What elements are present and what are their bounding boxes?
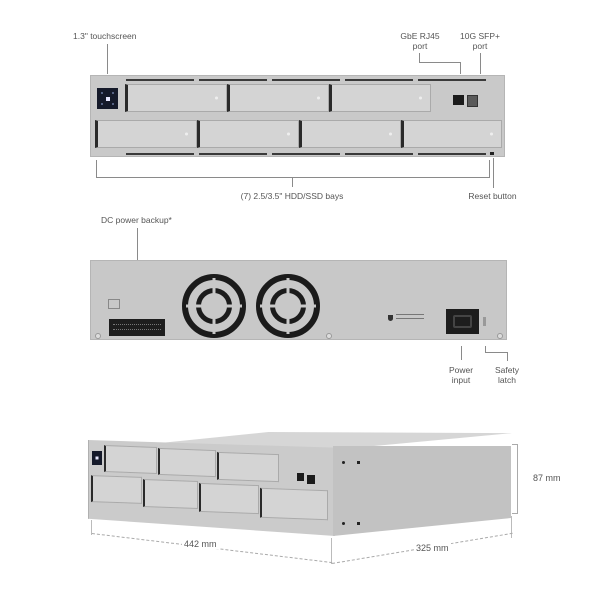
touchscreen-display[interactable] — [97, 88, 118, 109]
dc-backup-callout: DC power backup* — [101, 215, 172, 225]
drive-bay-4 — [91, 475, 142, 504]
vent-slot — [418, 79, 486, 81]
vent-slot — [345, 79, 413, 81]
sfp-port — [307, 475, 315, 484]
drive-bay-1[interactable] — [125, 84, 227, 112]
vent-slot — [345, 153, 413, 155]
drive-bay-6 — [199, 482, 259, 515]
drive-bay-7 — [260, 487, 328, 521]
reset-button[interactable] — [490, 152, 494, 155]
power-leader-line — [461, 346, 462, 360]
latch-leader-line — [507, 352, 508, 361]
safety-latch[interactable] — [483, 317, 486, 326]
vent-slot — [272, 153, 340, 155]
height-dimension-line — [517, 444, 518, 514]
touchscreen-callout: 1.3" touchscreen — [73, 31, 137, 41]
power-callout-line2: input — [451, 375, 471, 385]
bays-bracket — [96, 160, 97, 177]
rj45-leader-line — [419, 53, 420, 63]
reset-callout: Reset button — [468, 191, 517, 201]
rear-panel — [90, 260, 507, 340]
drive-bay-5 — [143, 478, 198, 510]
height-dimension-tick — [512, 513, 518, 514]
vent-slot — [126, 153, 194, 155]
drive-bay-6[interactable] — [299, 120, 401, 148]
latch-callout-line1: Safety — [494, 365, 520, 375]
latch-callout-line2: latch — [498, 375, 516, 385]
rj45-leader-line — [460, 62, 461, 74]
drive-bay-3[interactable] — [329, 84, 431, 112]
depth-dimension-tick — [511, 516, 512, 538]
corner-dimension-tick — [331, 538, 332, 564]
bays-bracket — [489, 160, 490, 178]
drive-bay-2 — [158, 447, 216, 478]
drive-bay-1 — [104, 445, 157, 474]
latch-leader-line — [485, 346, 486, 352]
power-input-socket[interactable] — [446, 309, 479, 334]
drive-bay-7[interactable] — [401, 120, 502, 148]
qr-label — [108, 299, 120, 309]
sfp-callout-line1: 10G SFP+ — [460, 31, 500, 41]
screw — [342, 461, 345, 464]
screw — [357, 522, 360, 525]
drive-bay-3 — [217, 451, 279, 483]
vent-slot — [418, 153, 486, 155]
front-panel — [90, 75, 505, 157]
bays-leader-line — [292, 177, 293, 187]
vent-slot — [272, 79, 340, 81]
vent-slot — [199, 79, 267, 81]
height-label: 87 mm — [533, 473, 561, 483]
width-dimension-tick — [91, 520, 92, 535]
depth-label: 325 mm — [414, 543, 451, 553]
touchscreen-display — [92, 451, 102, 465]
height-dimension-tick — [512, 444, 518, 445]
drive-bay-5[interactable] — [197, 120, 299, 148]
rj45-callout-line1: GbE RJ45 — [400, 31, 440, 41]
rj45-callout-line2: port — [412, 41, 428, 51]
regulatory-text — [396, 314, 424, 315]
drive-bay-4[interactable] — [95, 120, 197, 148]
screw — [342, 522, 345, 525]
sfp-callout-line2: port — [472, 41, 488, 51]
fan-1 — [182, 274, 246, 338]
sfp-port[interactable] — [467, 95, 478, 107]
fan-2 — [256, 274, 320, 338]
regulatory-text — [396, 318, 424, 319]
power-callout-line1: Power — [448, 365, 474, 375]
drive-bay-2[interactable] — [227, 84, 329, 112]
brand-logo-icon — [388, 315, 393, 321]
width-label: 442 mm — [182, 539, 219, 549]
rj45-leader-line — [419, 62, 461, 63]
reset-leader-line — [493, 158, 494, 188]
touchscreen-leader-line — [107, 44, 108, 74]
vent-slot — [126, 79, 194, 81]
screw — [357, 461, 360, 464]
dc-backup-connector[interactable] — [109, 319, 165, 336]
latch-leader-line — [485, 352, 508, 353]
vent-slot — [199, 153, 267, 155]
sfp-leader-line — [480, 53, 481, 74]
bays-callout: (7) 2.5/3.5" HDD/SSD bays — [240, 191, 344, 201]
rj45-port — [297, 473, 304, 481]
rj45-port[interactable] — [453, 95, 464, 105]
